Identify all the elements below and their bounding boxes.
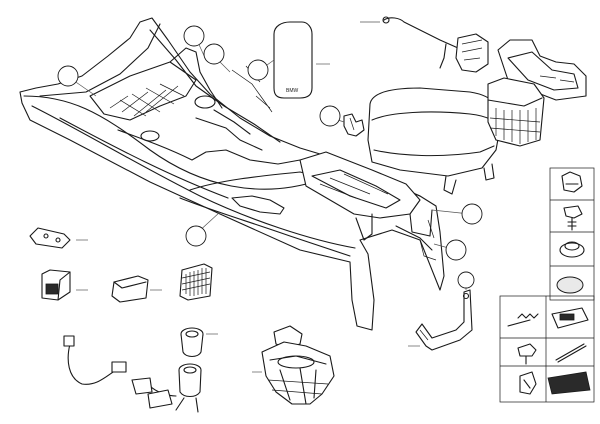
right-hardware-panel [549,167,595,301]
bracket [29,227,71,249]
callout-4[interactable] [247,59,269,81]
screw [563,205,583,231]
callouts [57,25,483,289]
small-parts-panel [499,295,595,403]
clamp [519,371,537,395]
foam-pad [547,371,591,395]
armrest-lid-cover: BMW [273,21,313,99]
switch [41,269,71,301]
storage-box-insert [487,77,545,147]
wiring-harness [63,335,177,409]
spring [507,313,539,327]
rivet [517,343,537,365]
callout-6[interactable] [461,203,483,225]
cup-holder [261,325,335,405]
callout-1[interactable] [57,65,79,87]
cable-with-connector [382,16,489,73]
clip [343,113,365,137]
expanding-nut [561,171,583,193]
callout-5[interactable] [319,105,341,127]
grommet [559,241,585,258]
callout-3[interactable] [203,43,225,65]
cover-brand-text: BMW [286,88,299,94]
center-console-body [19,17,445,331]
cover-plate [111,275,149,303]
rod [555,343,587,363]
clip-nut [551,307,589,329]
callout-2[interactable] [183,25,205,47]
socket [175,327,204,413]
callout-7[interactable] [445,239,467,261]
plug [556,276,584,294]
grille [179,263,213,301]
callout-9[interactable] [457,271,475,289]
callout-8[interactable] [185,225,207,247]
mounting-bracket [415,289,473,351]
